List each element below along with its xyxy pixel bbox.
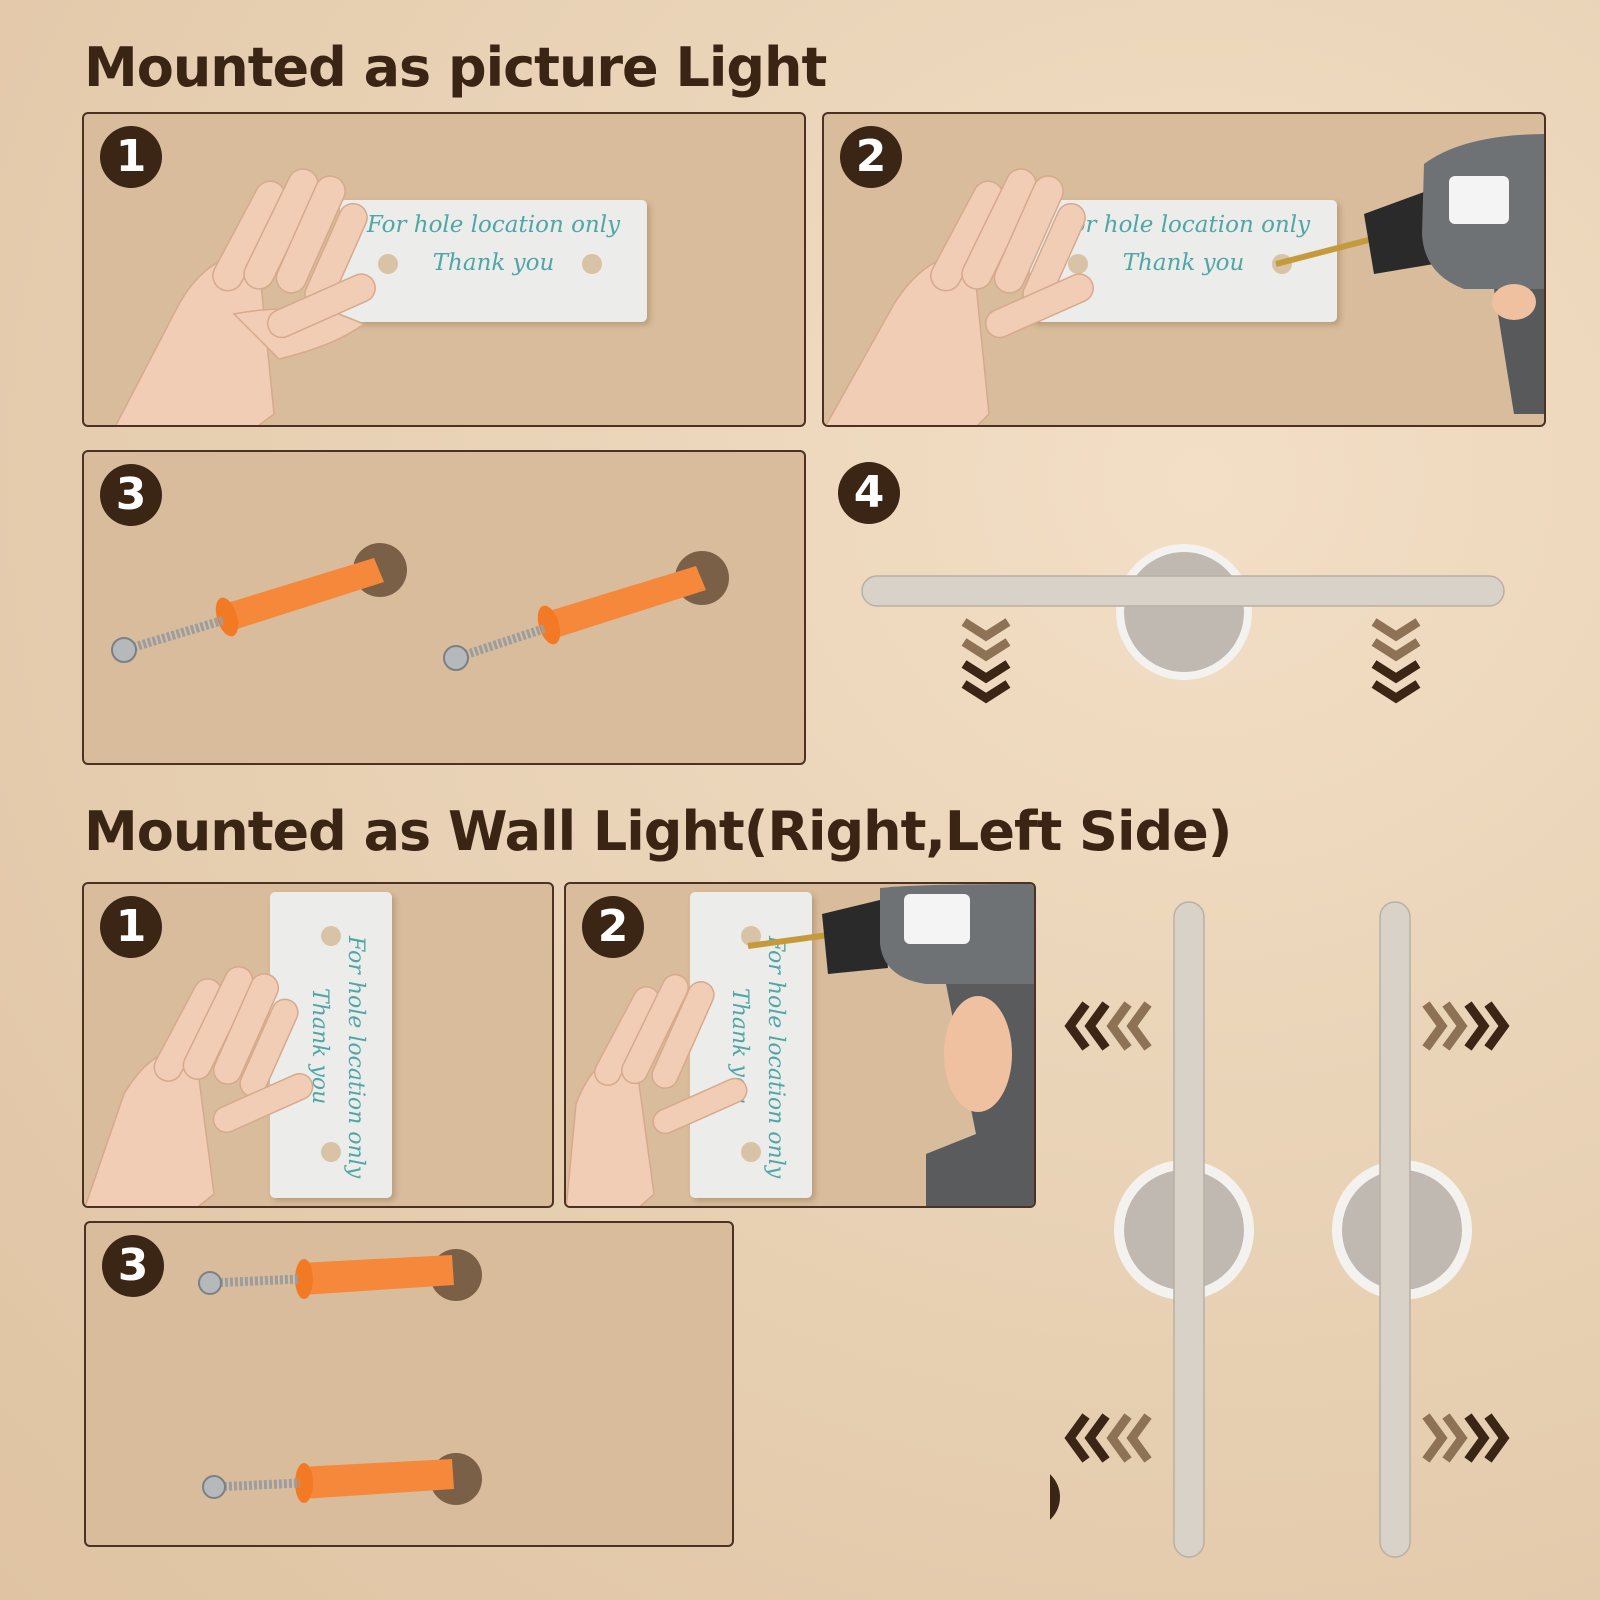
chevron-left-icon <box>1064 1413 1152 1463</box>
step-badge-3: 3 <box>100 464 162 526</box>
chevron-down-icon <box>961 618 1011 704</box>
section-title-picture-light: Mounted as picture Light <box>84 36 827 99</box>
wall-light-fixtures-illustration <box>1064 901 1510 1558</box>
chevron-right-icon <box>1422 1413 1510 1463</box>
wall-anchor-with-screw <box>202 1453 482 1505</box>
wall-light-step-1-panel: 1 For hole location only Thank you <box>82 882 554 1208</box>
template-hole <box>1068 254 1088 274</box>
chevron-down-icon <box>1371 618 1421 704</box>
picture-light-step-3-panel: 3 <box>82 450 806 765</box>
hand-and-drill-illustration <box>825 134 1544 425</box>
template-hole <box>378 254 398 274</box>
wall-anchor-with-screw <box>111 543 407 663</box>
template-hole <box>741 926 761 946</box>
card-text-line-2: Thank you <box>432 250 555 276</box>
step-badge-3: 3 <box>102 1235 164 1297</box>
step-badge-1: 1 <box>100 896 162 958</box>
wall-light-step-2-panel: 2 For hole location only Thank you <box>564 882 1036 1208</box>
step-badge-1: 1 <box>100 126 162 188</box>
picture-light-fixture-illustration <box>861 544 1505 704</box>
chevron-left-icon <box>1064 1001 1152 1051</box>
hole-template-card-vertical: For hole location only Thank you <box>270 892 392 1198</box>
card-text-line-1: For hole location only <box>366 212 621 238</box>
picture-light-step-4-panel: 4 <box>822 450 1546 765</box>
template-hole <box>741 1142 761 1162</box>
wall-anchor-with-screw <box>443 551 729 671</box>
drill-icon <box>747 884 1034 1206</box>
chevron-right-icon <box>1422 1001 1510 1051</box>
section-title-wall-light: Mounted as Wall Light(Right,Left Side) <box>84 800 1232 863</box>
template-hole <box>582 254 602 274</box>
hand-and-drill-illustration <box>566 884 1034 1206</box>
picture-light-step-2-panel: 2 For hole location only Thank you <box>822 112 1546 427</box>
template-hole <box>321 926 341 946</box>
wall-light-step-3-panel: 3 <box>84 1221 734 1547</box>
wall-anchor-with-screw <box>198 1249 482 1301</box>
hand-illustration <box>84 966 314 1206</box>
hole-template-card: For hole location only Thank you <box>340 200 647 322</box>
step-badge-4: 4 <box>1050 1466 1060 1528</box>
template-hole <box>321 1142 341 1162</box>
screws-and-anchors-illustration <box>111 543 729 671</box>
card-text-line-2: Thank you <box>1122 250 1245 276</box>
step-badge-2: 2 <box>840 126 902 188</box>
step-badge-4: 4 <box>838 462 900 524</box>
picture-light-step-1-panel: 1 For hole location only Thank you <box>82 112 806 427</box>
hand-illustration <box>115 168 376 425</box>
wall-light-step-4-panel: 4 <box>1050 882 1550 1572</box>
screws-and-anchors-illustration <box>198 1249 482 1505</box>
drill-icon <box>1275 134 1544 414</box>
step-badge-2: 2 <box>582 896 644 958</box>
card-text-line-1: For hole location only <box>1056 212 1311 238</box>
